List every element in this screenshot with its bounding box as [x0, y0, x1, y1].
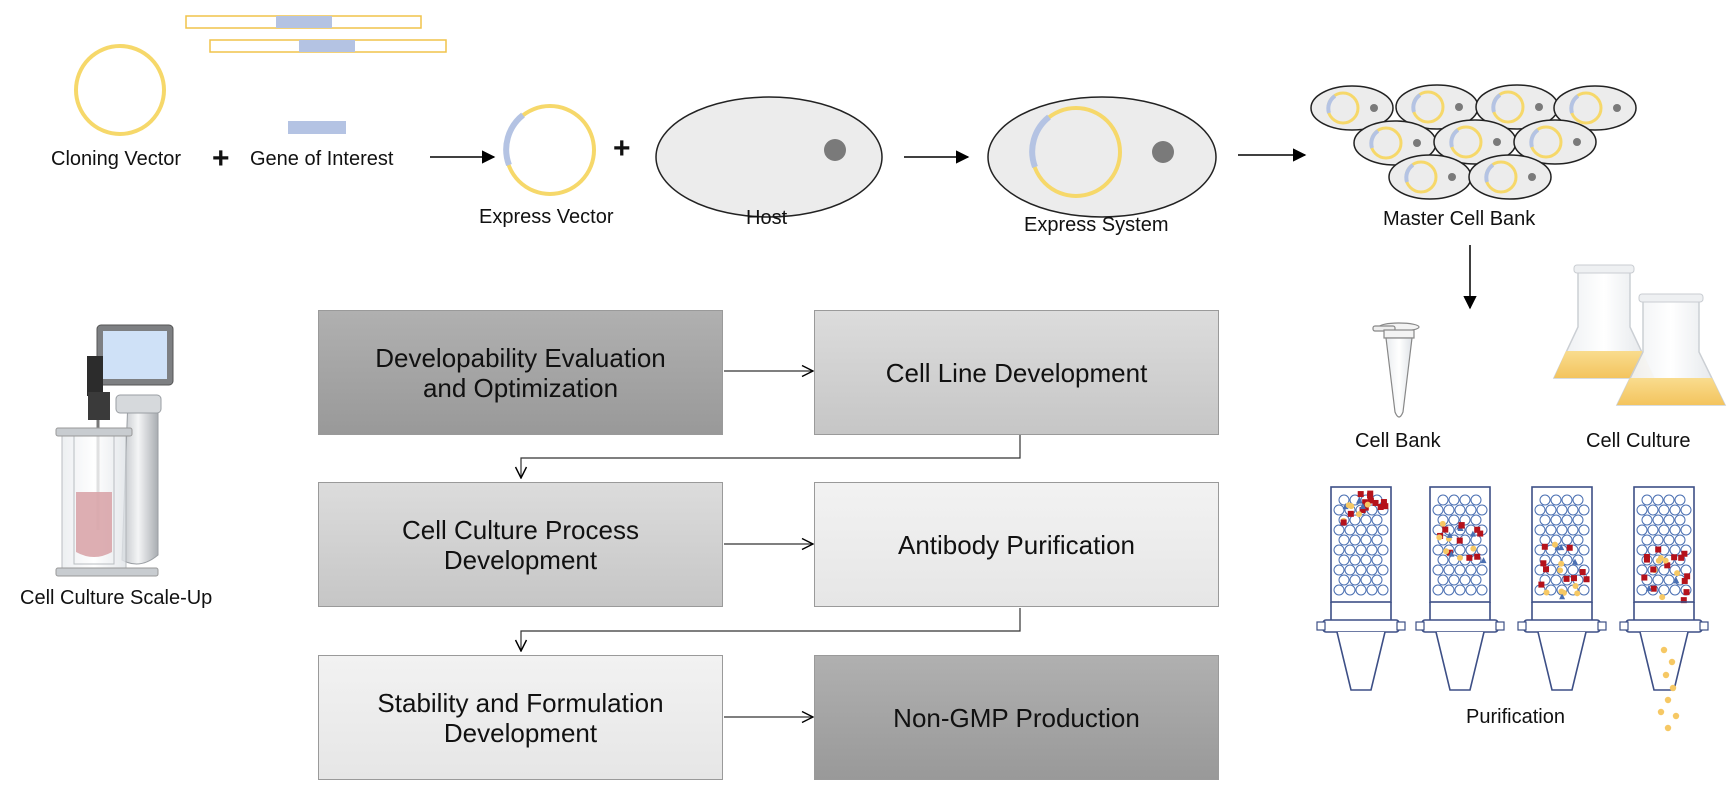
box-non-gmp-label: Non-GMP Production: [893, 702, 1140, 733]
host-label: Host: [746, 207, 788, 229]
eluate-drop: [1664, 724, 1672, 732]
gene-of-interest-fragment: [288, 121, 346, 134]
cell-culture-scale-up-label: Cell Culture Scale-Up: [20, 587, 213, 609]
express-vector-plasmid: [503, 104, 596, 196]
box-stability-line2: Development: [443, 717, 598, 748]
eluate-drop: [1662, 671, 1670, 679]
eluate-drop: [1669, 684, 1677, 692]
cell-culture-label: Cell Culture: [1586, 430, 1691, 452]
arrow-purification-to-stability: [521, 608, 1021, 651]
bioreactor: [55, 324, 174, 577]
purification-label: Purification: [1466, 706, 1565, 728]
box-cell-line-development: Cell Line Development: [814, 310, 1219, 435]
cell-bank-tube: [1372, 322, 1420, 418]
gene-of-interest-label: Gene of Interest: [250, 148, 394, 170]
mcb-cell: [1475, 84, 1559, 130]
gene-strands: [185, 15, 447, 53]
box-culture-process-line2: Development: [443, 544, 598, 575]
purification-column: [1619, 486, 1709, 691]
box-antibody-purification: Antibody Purification: [814, 482, 1219, 607]
box-developability-line2: and Optimization: [422, 372, 619, 403]
plus-sign-1: +: [212, 142, 230, 175]
eluate-drop: [1668, 658, 1676, 666]
plus-sign-2: +: [613, 132, 631, 165]
mcb-cell: [1388, 154, 1472, 200]
purification-column: [1517, 486, 1607, 691]
mcb-cell: [1468, 154, 1552, 200]
master-cell-bank-cells: [1310, 84, 1637, 200]
host-cell: [655, 96, 883, 218]
master-cell-bank-label: Master Cell Bank: [1383, 208, 1536, 230]
eluate-drop: [1664, 696, 1672, 704]
express-system-cell: [987, 96, 1217, 218]
purification-column: [1415, 486, 1505, 691]
purification-columns: [1316, 486, 1709, 732]
box-antibody-purification-label: Antibody Purification: [897, 529, 1136, 560]
express-system-label: Express System: [1024, 214, 1169, 236]
cell-bank-label: Cell Bank: [1355, 430, 1441, 452]
mcb-cell: [1310, 85, 1394, 131]
box-stability-line1: Stability and Formulation: [377, 687, 664, 718]
purification-column: [1316, 486, 1406, 691]
arrow-cell-line-to-culture-process: [521, 435, 1021, 478]
mcb-cell: [1553, 85, 1637, 131]
mcb-cell: [1395, 84, 1479, 130]
box-culture-process-line1: Cell Culture Process: [402, 514, 639, 545]
cell-culture-flasks: [1552, 264, 1727, 406]
box-cell-line-label: Cell Line Development: [885, 357, 1148, 388]
eluate-drop: [1660, 646, 1668, 654]
mcb-cell: [1513, 119, 1597, 165]
cloning-vector-plasmid: [74, 44, 166, 136]
box-developability-line1: Developability Evaluation: [375, 342, 666, 373]
eluate-drop: [1672, 712, 1680, 720]
box-non-gmp-production: Non-GMP Production: [814, 655, 1219, 780]
eluate-drop: [1657, 708, 1665, 716]
express-vector-label: Express Vector: [479, 206, 614, 228]
cloning-vector-label: Cloning Vector: [51, 148, 182, 170]
